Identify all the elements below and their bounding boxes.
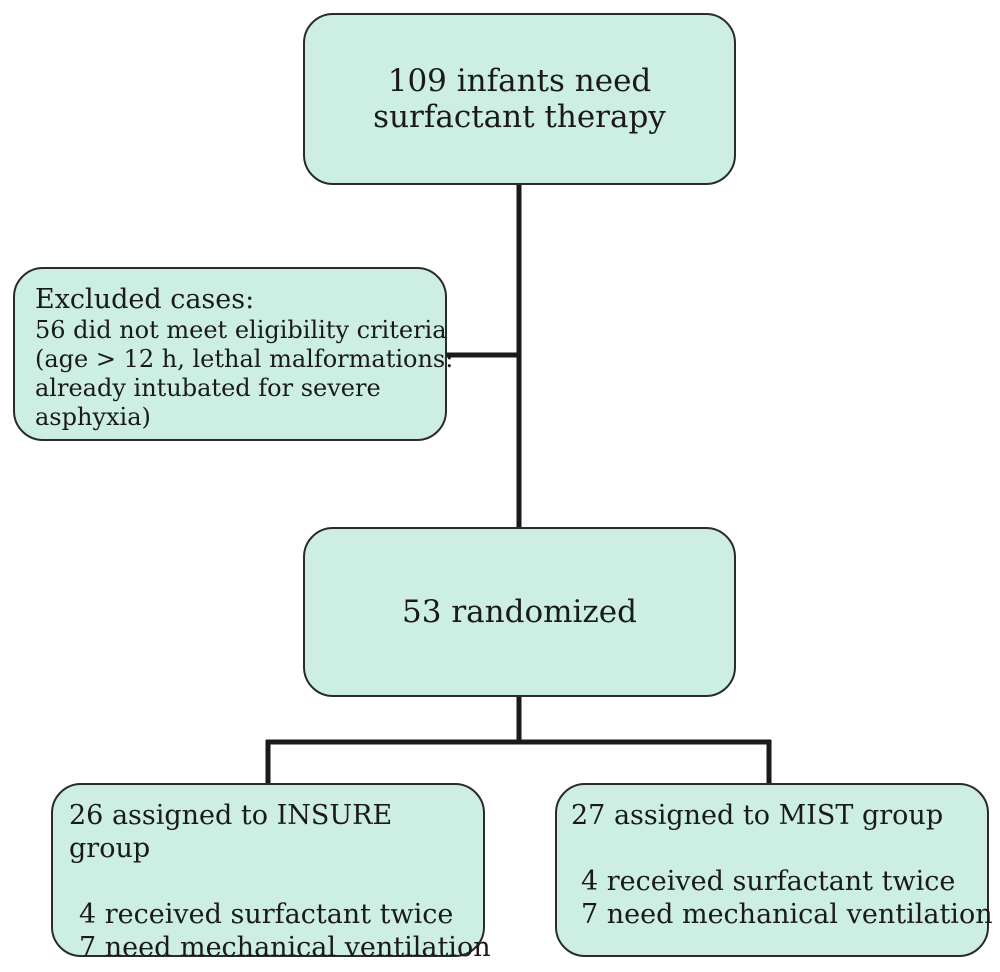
box-randomized: 53 randomized bbox=[303, 527, 736, 697]
excluded-line-1: 56 did not meet eligibility criteria bbox=[35, 316, 447, 344]
mist-line-2: 7 need mechanical ventilation bbox=[581, 899, 993, 930]
insure-title: 26 assigned to INSURE group bbox=[69, 800, 393, 864]
mist-line-1: 4 received surfactant twice bbox=[581, 866, 956, 897]
insure-line-2: 7 need mechanical ventilation bbox=[79, 932, 491, 963]
mist-title: 27 assigned to MIST group bbox=[571, 800, 944, 831]
excluded-line-2: (age > 12 h, lethal malformations: bbox=[35, 345, 454, 373]
insure-line-1: 4 received surfactant twice bbox=[79, 899, 454, 930]
excluded-title: Excluded cases: bbox=[35, 284, 255, 315]
box-infants-need-surfactant: 109 infants need surfactant therapy bbox=[303, 13, 736, 185]
box-top-line-2: surfactant therapy bbox=[373, 99, 666, 135]
box-top-line-1: 109 infants need bbox=[387, 63, 652, 99]
box-mist-group: 27 assigned to MIST group 4 received sur… bbox=[555, 783, 993, 957]
excluded-line-3: already intubated for severe bbox=[35, 374, 381, 402]
box-excluded-cases: Excluded cases: 56 did not meet eligibil… bbox=[13, 267, 454, 441]
excluded-line-4: asphyxia) bbox=[35, 403, 151, 431]
randomized-label: 53 randomized bbox=[402, 594, 637, 630]
box-insure-group: 26 assigned to INSURE group 4 received s… bbox=[51, 783, 491, 963]
